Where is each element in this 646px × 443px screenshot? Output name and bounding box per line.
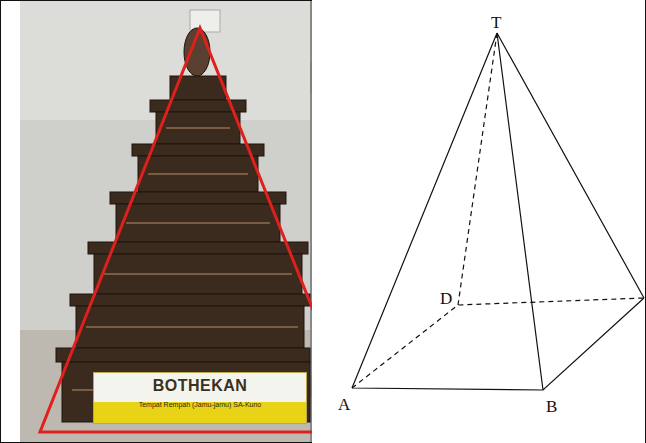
vertex-label: T (491, 14, 501, 31)
plaque-title: BOTHEKAN (94, 373, 306, 395)
vertex-label: A (338, 396, 350, 413)
plaque-subtitle: Tempat Rempah (Jamu-jamu) SA-Kuno (94, 395, 306, 408)
pyramid-figure (312, 0, 645, 443)
name-plaque: BOTHEKANTempat Rempah (Jamu-jamu) SA-Kun… (93, 372, 307, 424)
vertex-label: B (546, 398, 557, 415)
vertex-label: D (440, 290, 452, 307)
